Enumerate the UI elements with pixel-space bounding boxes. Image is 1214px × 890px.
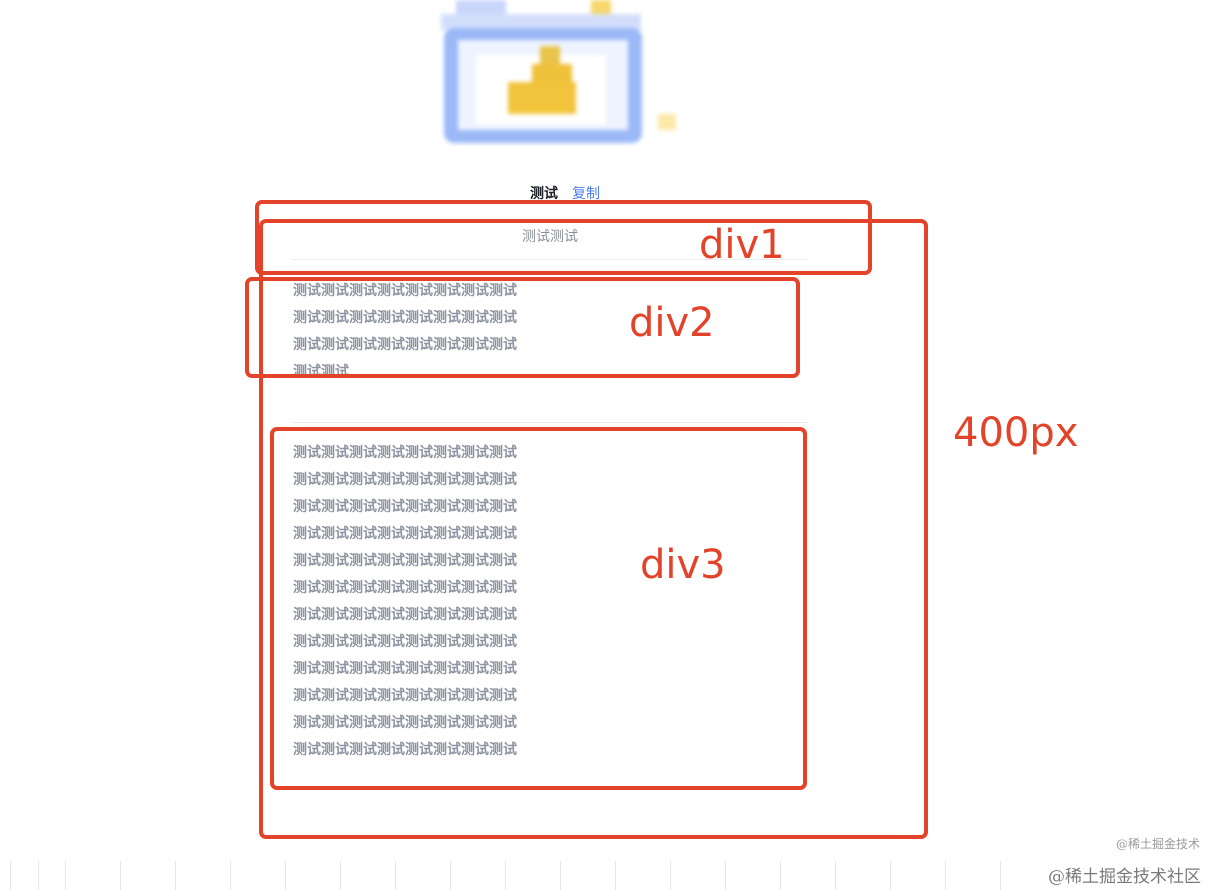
ruler-tick bbox=[120, 861, 121, 890]
text-line: 测试测试测试测试测试测试测试测试 bbox=[293, 526, 517, 542]
ruler-tick bbox=[615, 861, 616, 890]
divider-middle bbox=[292, 422, 808, 423]
div2-outline bbox=[245, 277, 800, 378]
div3-outline bbox=[270, 427, 807, 790]
page-title: 测试 bbox=[530, 186, 558, 202]
text-line: 测试测试测试测试测试测试测试测试 bbox=[293, 580, 517, 596]
text-line: 测试测试测试测试测试测试测试测试 bbox=[293, 661, 517, 677]
ruler-tick bbox=[505, 861, 506, 890]
ruler-tick bbox=[725, 861, 726, 890]
ruler-tick bbox=[395, 861, 396, 890]
ruler-tick bbox=[890, 861, 891, 890]
div2-text-block: 测试测试测试测试测试测试测试测试 测试测试测试测试测试测试测试测试 测试测试测试… bbox=[293, 278, 517, 375]
ruler-tick bbox=[780, 861, 781, 890]
text-line: 测试测试测试测试测试测试测试测试 bbox=[293, 634, 517, 650]
text-line: 测试测试测试测试测试测试测试测试 bbox=[293, 715, 517, 731]
bottom-ruler bbox=[0, 855, 1214, 890]
ruler-tick bbox=[10, 861, 11, 890]
ruler-tick bbox=[65, 861, 66, 890]
text-line: 测试测试测试测试测试测试测试测试 bbox=[293, 607, 517, 623]
empty-state-illustration bbox=[436, 0, 686, 150]
ruler-tick bbox=[38, 861, 39, 890]
div2-label: div2 bbox=[629, 300, 715, 346]
text-line: 测试测试测试测试测试测试测试测试 bbox=[293, 688, 517, 704]
text-line: 测试测试测试测试测试测试测试测试 bbox=[293, 553, 517, 569]
ruler-tick bbox=[230, 861, 231, 890]
title-row: 测试复制 bbox=[530, 184, 600, 204]
div3-label: div3 bbox=[640, 542, 726, 588]
divider-top bbox=[292, 259, 808, 260]
ruler-tick bbox=[945, 861, 946, 890]
text-line: 测试测试测试测试测试测试测试测试 bbox=[293, 445, 517, 461]
ruler-tick bbox=[560, 861, 561, 890]
text-line: 测试测试测试测试测试测试测试测试 bbox=[293, 337, 517, 353]
watermark-large: @稀土掘金技术社区 bbox=[1048, 867, 1201, 887]
div1-outline bbox=[255, 200, 872, 275]
copy-link[interactable]: 复制 bbox=[572, 186, 600, 202]
ruler-tick bbox=[340, 861, 341, 890]
text-line: 测试测试测试测试测试测试测试测试 bbox=[293, 472, 517, 488]
subtitle: 测试测试 bbox=[522, 229, 578, 245]
ruler-tick bbox=[1000, 861, 1001, 890]
text-line: 测试测试测试测试测试测试测试测试 bbox=[293, 283, 517, 299]
container-outline-400px bbox=[259, 219, 928, 839]
div1-label: div1 bbox=[699, 222, 785, 268]
ruler-tick bbox=[450, 861, 451, 890]
text-line: 测试测试测试测试测试测试测试测试 bbox=[293, 310, 517, 326]
ruler-tick bbox=[670, 861, 671, 890]
watermark-small: @稀土掘金技术 bbox=[1116, 837, 1201, 851]
ruler-tick bbox=[175, 861, 176, 890]
text-line: 测试测试 bbox=[293, 364, 349, 375]
height-label: 400px bbox=[953, 410, 1079, 456]
div3-text-block: 测试测试测试测试测试测试测试测试 测试测试测试测试测试测试测试测试 测试测试测试… bbox=[293, 440, 517, 764]
text-line: 测试测试测试测试测试测试测试测试 bbox=[293, 742, 517, 758]
ruler-tick bbox=[285, 861, 286, 890]
ruler-tick bbox=[835, 861, 836, 890]
text-line: 测试测试测试测试测试测试测试测试 bbox=[293, 499, 517, 515]
